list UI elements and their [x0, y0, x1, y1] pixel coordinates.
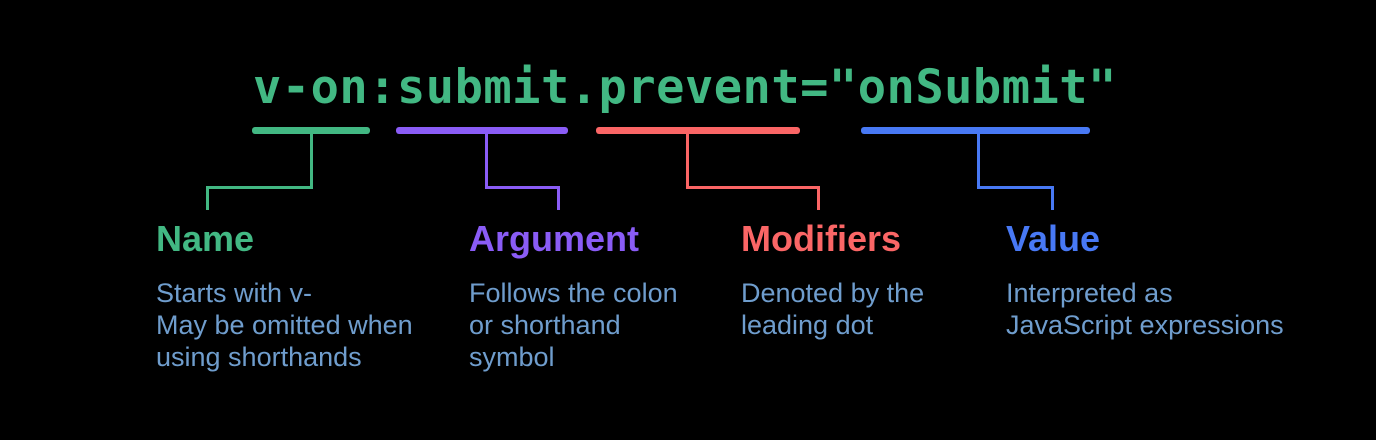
- modifiers-connector-stub: [817, 186, 820, 210]
- value-connector-vertical: [977, 134, 980, 188]
- value-description: Interpreted as JavaScript expressions: [1006, 278, 1284, 340]
- value-connector-stub: [1051, 186, 1054, 210]
- argument-label: Argument: [469, 218, 639, 259]
- name-description: Starts with v- May be omitted when using…: [156, 278, 413, 372]
- value-connector-horizontal: [977, 186, 1054, 189]
- argument-underline-bar: [396, 127, 568, 134]
- modifiers-connector-vertical: [686, 134, 689, 188]
- name-connector-stub: [206, 186, 209, 210]
- name-label: Name: [156, 218, 255, 259]
- argument-connector-vertical: [485, 134, 488, 188]
- modifiers-underline-bar: [596, 127, 800, 134]
- modifiers-description: Denoted by the leading dot: [741, 278, 925, 340]
- directive-code-text: v-on:submit.prevent="onSubmit": [253, 60, 1117, 115]
- value-label: Value: [1006, 218, 1101, 259]
- argument-description: Follows the colon or shorthand symbol: [469, 278, 678, 372]
- value-underline-bar: [861, 127, 1090, 134]
- name-underline-bar: [252, 127, 370, 134]
- argument-connector-stub: [557, 186, 560, 210]
- argument-connector-horizontal: [485, 186, 560, 189]
- modifiers-connector-horizontal: [686, 186, 820, 189]
- modifiers-label: Modifiers: [741, 218, 902, 259]
- name-connector-horizontal: [206, 186, 313, 189]
- name-connector-vertical: [310, 134, 313, 188]
